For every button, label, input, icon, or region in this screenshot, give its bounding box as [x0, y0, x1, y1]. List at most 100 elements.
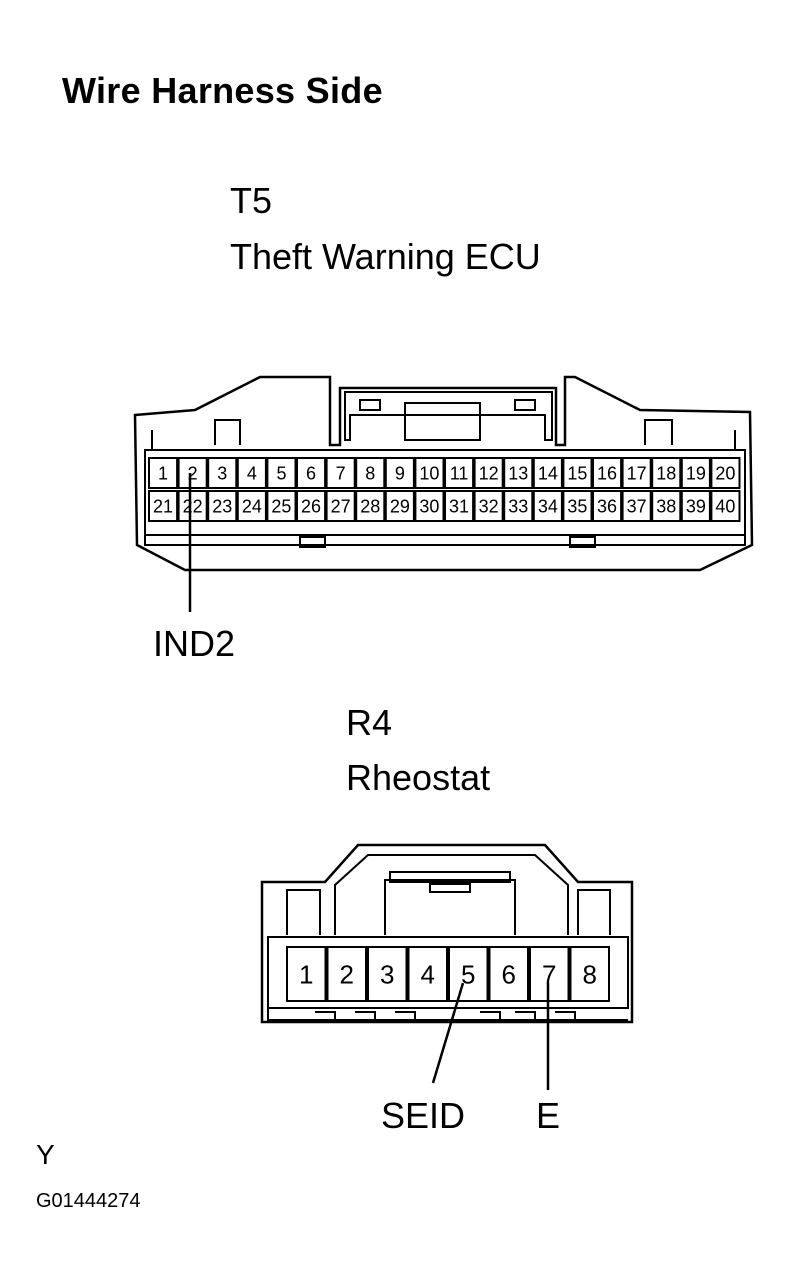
- pin-label-13: 13: [508, 463, 528, 483]
- corner-mark: Y: [36, 1139, 55, 1170]
- pin-label-24: 24: [242, 496, 262, 516]
- pin-cell-30: 30: [414, 490, 445, 522]
- pin-cell-7: 7: [325, 457, 356, 489]
- pin-label-27: 27: [331, 496, 351, 516]
- pin-label-8: 8: [583, 959, 597, 989]
- pin-label-9: 9: [395, 463, 405, 483]
- pin-label-2: 2: [340, 959, 354, 989]
- pin-cell-3: 3: [207, 457, 238, 489]
- pin-label-22: 22: [183, 496, 203, 516]
- pin-label-40: 40: [715, 496, 735, 516]
- pin-label-18: 18: [656, 463, 676, 483]
- pin-cell-21: 21: [148, 490, 179, 522]
- pin-label-6: 6: [306, 463, 316, 483]
- pin-cell-33: 33: [503, 490, 534, 522]
- pin-cell-31: 31: [444, 490, 475, 522]
- pin-label-21: 21: [153, 496, 173, 516]
- pin-label-4: 4: [247, 463, 257, 483]
- pin-label-14: 14: [538, 463, 558, 483]
- pin-label-3: 3: [380, 959, 394, 989]
- pin-cell-20: 20: [710, 457, 741, 489]
- pin-cell-23: 23: [207, 490, 238, 522]
- diagram-heading: Wire Harness Side: [62, 70, 383, 111]
- seid-callout-label: SEID: [381, 1095, 466, 1136]
- pin-label-11: 11: [450, 463, 469, 483]
- pin-cell-26: 26: [296, 490, 327, 522]
- pin-label-5: 5: [461, 959, 475, 989]
- pin-cell-5: 5: [448, 946, 489, 1002]
- pin-cell-40: 40: [710, 490, 741, 522]
- t5-connector-name: Theft Warning ECU: [230, 236, 541, 277]
- pin-label-35: 35: [567, 496, 587, 516]
- pin-cell-6: 6: [296, 457, 327, 489]
- pin-label-8: 8: [365, 463, 375, 483]
- pin-cell-17: 17: [621, 457, 652, 489]
- pin-cell-11: 11: [444, 457, 475, 489]
- pin-cell-24: 24: [236, 490, 267, 522]
- pin-label-36: 36: [597, 496, 617, 516]
- pin-label-26: 26: [301, 496, 321, 516]
- r4-connector-code: R4: [346, 702, 393, 743]
- seid-leader-line: [431, 982, 465, 1084]
- r4-connector-name: Rheostat: [346, 757, 491, 798]
- pin-label-7: 7: [542, 959, 556, 989]
- pin-cell-29: 29: [384, 490, 415, 522]
- pin-cell-12: 12: [473, 457, 504, 489]
- pin-label-12: 12: [479, 463, 499, 483]
- pin-cell-38: 38: [651, 490, 682, 522]
- pin-cell-2: 2: [177, 457, 208, 489]
- pin-cell-35: 35: [562, 490, 593, 522]
- pin-cell-13: 13: [503, 457, 534, 489]
- t5-connector-code: T5: [230, 180, 273, 221]
- pin-cell-2: 2: [326, 946, 367, 1002]
- pin-label-25: 25: [271, 496, 291, 516]
- pin-cell-8: 8: [355, 457, 386, 489]
- pin-cell-8: 8: [569, 946, 610, 1002]
- pin-cell-32: 32: [473, 490, 504, 522]
- pin-cell-10: 10: [414, 457, 445, 489]
- ind2-callout-label: IND2: [153, 623, 236, 664]
- pin-label-37: 37: [627, 496, 647, 516]
- pin-cell-19: 19: [680, 457, 711, 489]
- pin-cell-22: 22: [177, 490, 208, 522]
- pin-cell-9: 9: [384, 457, 415, 489]
- pin-label-15: 15: [567, 463, 587, 483]
- pin-label-7: 7: [336, 463, 346, 483]
- pin-label-32: 32: [479, 496, 499, 516]
- pin-cell-6: 6: [488, 946, 529, 1002]
- figure-code: G01444274: [36, 1190, 141, 1212]
- pin-cell-34: 34: [532, 490, 563, 522]
- pin-cell-14: 14: [532, 457, 563, 489]
- pin-label-1: 1: [299, 959, 313, 989]
- t5-connector-body: [133, 375, 754, 572]
- pin-label-16: 16: [597, 463, 617, 483]
- pin-cell-4: 4: [236, 457, 267, 489]
- pin-label-19: 19: [686, 463, 706, 483]
- pin-label-10: 10: [419, 463, 439, 483]
- pin-label-20: 20: [715, 463, 735, 483]
- pin-cell-36: 36: [592, 490, 623, 522]
- pin-label-5: 5: [276, 463, 286, 483]
- pin-label-30: 30: [419, 496, 439, 516]
- e-callout-label: E: [536, 1095, 561, 1136]
- pin-cell-1: 1: [148, 457, 179, 489]
- pin-label-17: 17: [627, 463, 647, 483]
- pin-label-33: 33: [508, 496, 528, 516]
- pin-label-1: 1: [158, 463, 168, 483]
- pin-cell-37: 37: [621, 490, 652, 522]
- pin-label-6: 6: [502, 959, 516, 989]
- pin-label-31: 31: [449, 496, 469, 516]
- pin-cell-15: 15: [562, 457, 593, 489]
- pin-label-39: 39: [686, 496, 706, 516]
- pin-label-28: 28: [360, 496, 380, 516]
- pin-cell-4: 4: [407, 946, 448, 1002]
- pin-cell-18: 18: [651, 457, 682, 489]
- pin-cell-25: 25: [266, 490, 297, 522]
- pin-label-4: 4: [421, 959, 435, 989]
- pin-cell-27: 27: [325, 490, 356, 522]
- pin-cell-1: 1: [286, 946, 327, 1002]
- pin-label-3: 3: [217, 463, 227, 483]
- pin-cell-5: 5: [266, 457, 297, 489]
